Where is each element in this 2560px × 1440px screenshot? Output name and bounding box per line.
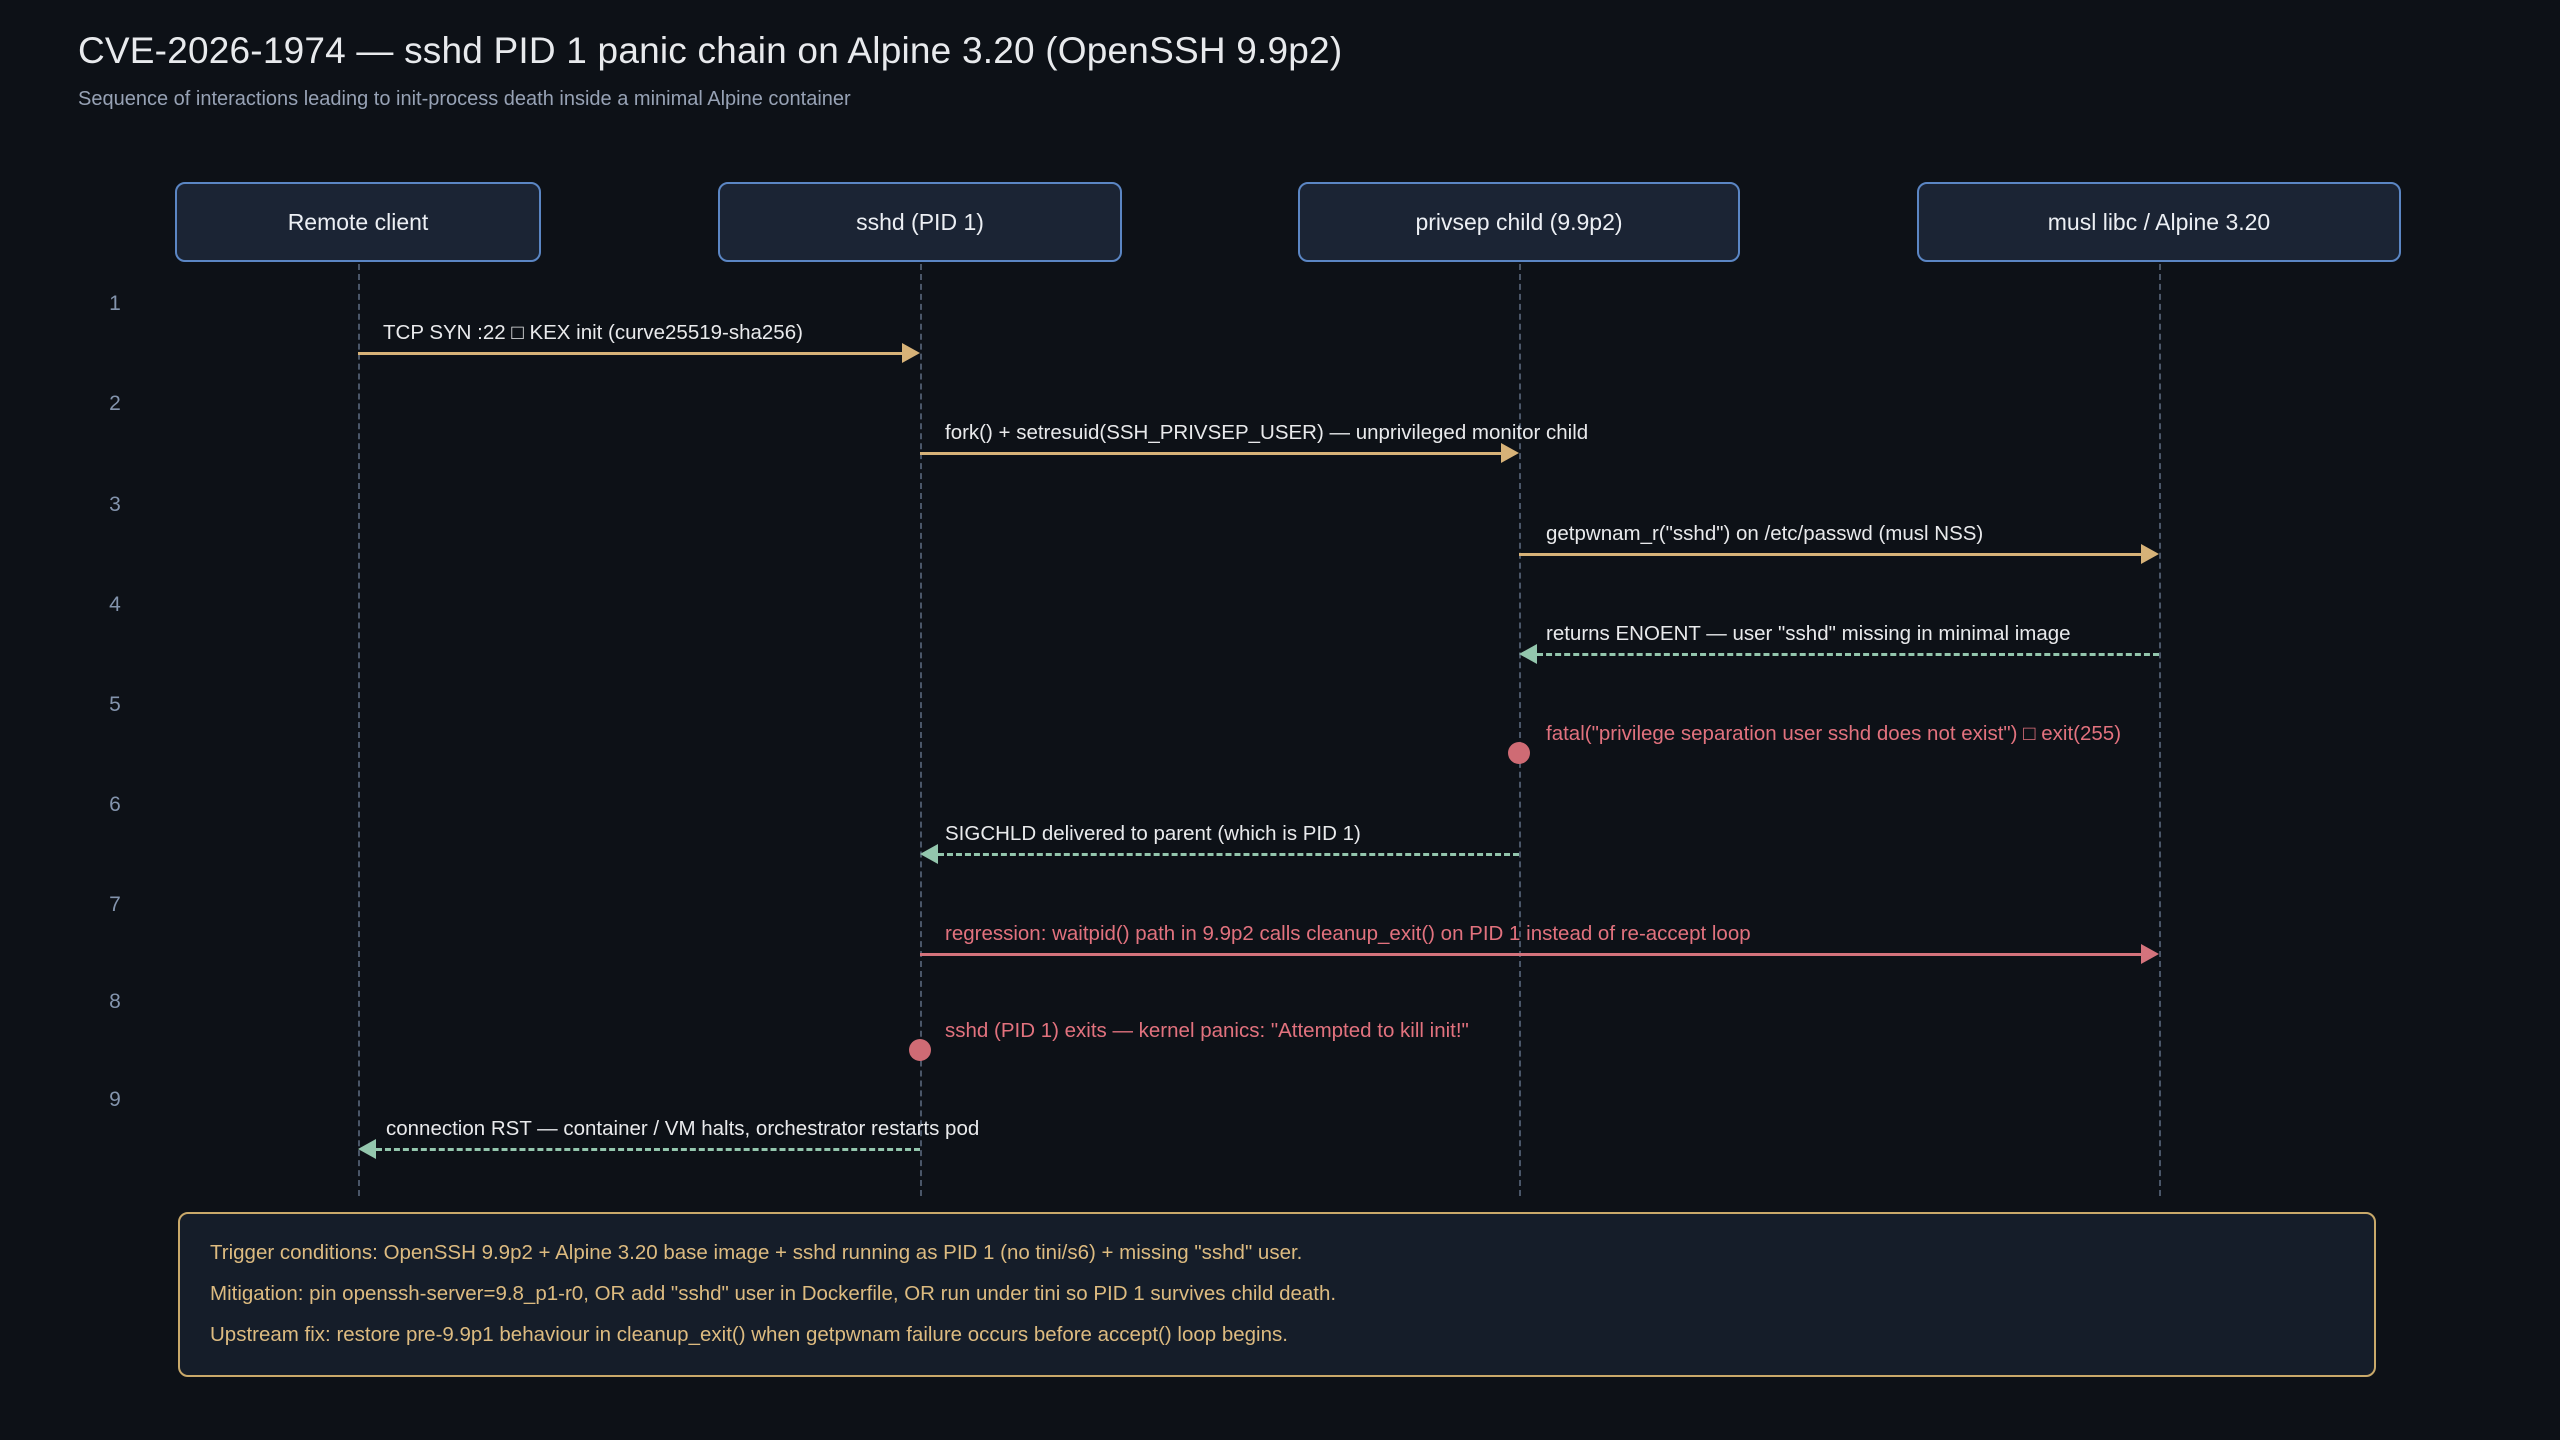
message-arrow-line: [938, 853, 1519, 856]
participant-client[interactable]: Remote client: [175, 182, 541, 262]
note-line: Mitigation: pin openssh-server=9.8_p1-r0…: [210, 1282, 1337, 1305]
participant-sshd[interactable]: sshd (PID 1): [718, 182, 1122, 262]
message-label: connection RST — container / VM halts, o…: [386, 1117, 980, 1140]
message-arrow-line: [920, 953, 2141, 956]
message-label: sshd (PID 1) exits — kernel panics: "Att…: [945, 1019, 1469, 1042]
note-line: Upstream fix: restore pre-9.9p1 behaviou…: [210, 1323, 1288, 1346]
participant-label: sshd (PID 1): [856, 208, 984, 235]
message-arrow-line: [920, 452, 1501, 455]
step-number: 4: [109, 593, 121, 616]
step-number: 8: [109, 990, 121, 1013]
message-arrowhead: [920, 844, 938, 864]
message-label: fatal("privilege separation user sshd do…: [1546, 722, 2122, 745]
participant-privsep[interactable]: privsep child (9.9p2): [1298, 182, 1740, 262]
note-line: Trigger conditions: OpenSSH 9.9p2 + Alpi…: [210, 1241, 1303, 1264]
lifeline-sshd: [920, 264, 922, 1196]
participant-label: musl libc / Alpine 3.20: [2047, 208, 2271, 235]
step-number: 5: [109, 693, 121, 716]
lifeline-musl: [2159, 264, 2161, 1196]
step-number: 3: [109, 493, 121, 516]
message-arrowhead: [1519, 644, 1537, 664]
message-label: getpwnam_r("sshd") on /etc/passwd (musl …: [1546, 522, 1984, 545]
failure-event-dot: [1508, 742, 1530, 764]
message-arrowhead: [2141, 544, 2159, 564]
message-arrow-line: [1519, 553, 2141, 556]
page-title: CVE-2026-1974 — sshd PID 1 panic chain o…: [78, 30, 1343, 71]
participant-label: privsep child (9.9p2): [1415, 208, 1623, 235]
message-label: regression: waitpid() path in 9.9p2 call…: [945, 922, 1751, 945]
diagram-header: CVE-2026-1974 — sshd PID 1 panic chain o…: [78, 30, 2378, 111]
message-arrowhead: [358, 1139, 376, 1159]
message-label: TCP SYN :22 □ KEX init (curve25519-sha25…: [383, 321, 803, 344]
message-arrow-line: [358, 352, 902, 355]
message-arrow-line: [1537, 653, 2159, 656]
step-number: 6: [109, 793, 121, 816]
step-number: 1: [109, 292, 121, 315]
participant-musl[interactable]: musl libc / Alpine 3.20: [1917, 182, 2401, 262]
step-number: 9: [109, 1088, 121, 1111]
message-arrow-line: [376, 1148, 920, 1151]
lifeline-privsep: [1519, 264, 1521, 1196]
step-number: 7: [109, 893, 121, 916]
participant-label: Remote client: [287, 208, 429, 235]
lifeline-client: [358, 264, 360, 1196]
note-box: Trigger conditions: OpenSSH 9.9p2 + Alpi…: [178, 1212, 2376, 1377]
message-label: fork() + setresuid(SSH_PRIVSEP_USER) — u…: [945, 421, 1589, 444]
message-arrowhead: [2141, 944, 2159, 964]
message-label: SIGCHLD delivered to parent (which is PI…: [945, 822, 1361, 845]
message-arrowhead: [902, 343, 920, 363]
message-label: returns ENOENT — user "sshd" missing in …: [1546, 622, 2071, 645]
page-subtitle: Sequence of interactions leading to init…: [78, 88, 851, 110]
step-number: 2: [109, 392, 121, 415]
failure-event-dot: [909, 1039, 931, 1061]
message-arrowhead: [1501, 443, 1519, 463]
